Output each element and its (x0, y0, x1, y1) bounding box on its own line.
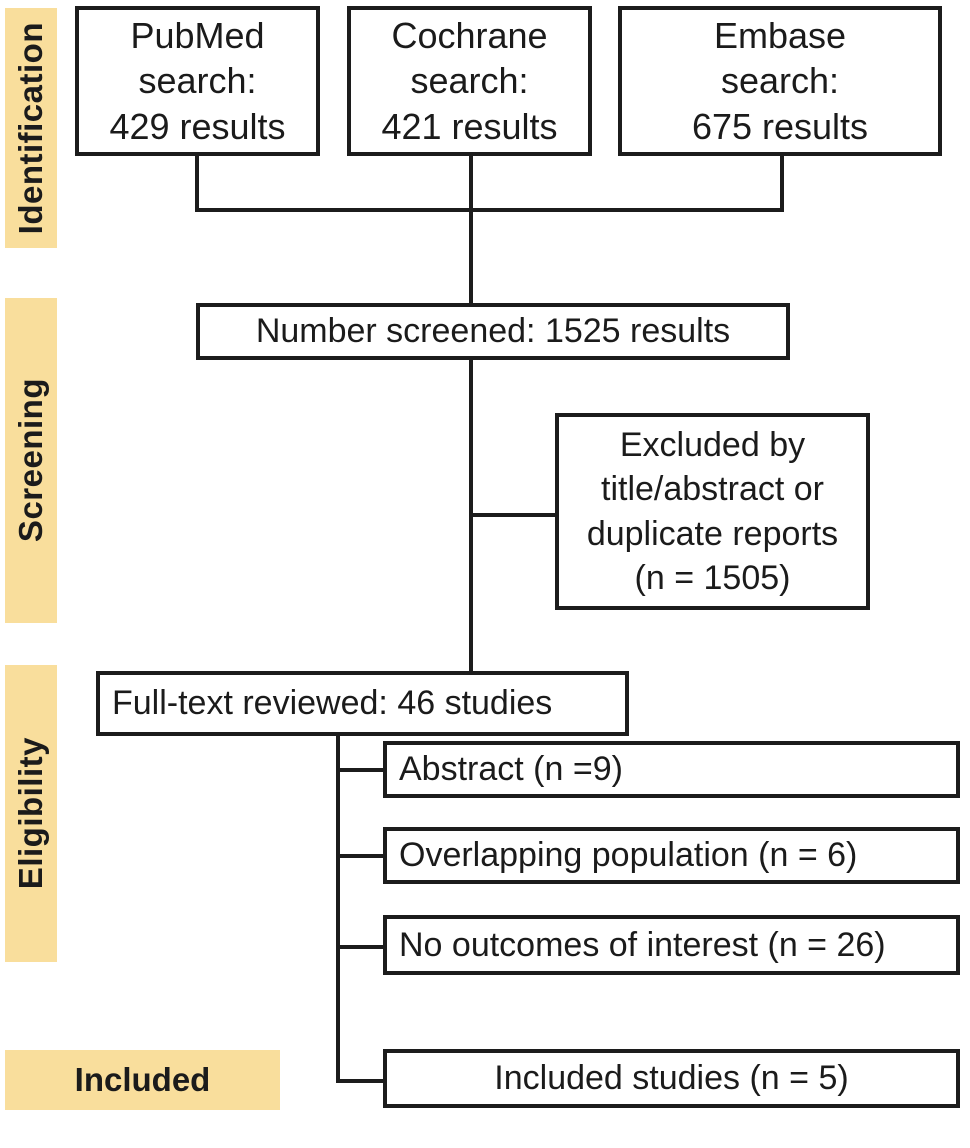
excluded-overlapping-label: Overlapping population (n = 6) (399, 836, 858, 875)
box-excluded-abstract: Abstract (n =9) (383, 741, 960, 798)
stage-label-included: Included (74, 1061, 211, 1098)
wire-top-merge (195, 208, 784, 212)
cochrane-line3: 421 results (381, 105, 558, 147)
stage-label-identification: Identification (12, 21, 49, 235)
stage-band-identification: Identification (5, 8, 57, 248)
stage-band-included: Included (5, 1050, 280, 1110)
excluded-line1: Excluded by (619, 426, 806, 465)
included-studies-label: Included studies (n = 5) (494, 1059, 849, 1098)
wire-stub-abstract (336, 768, 383, 772)
wire-stub-overlapping (336, 854, 383, 858)
wire-stub-no-outcomes (336, 945, 383, 949)
excluded-line3: duplicate reports (586, 514, 839, 553)
box-number-screened: Number screened: 1525 results (196, 303, 790, 360)
fulltext-reviewed-label: Full-text reviewed: 46 studies (112, 684, 553, 723)
stage-label-screening: Screening (12, 378, 49, 543)
box-included-studies: Included studies (n = 5) (383, 1049, 960, 1108)
stage-band-screening: Screening (5, 298, 57, 623)
excluded-abstract-label: Abstract (n =9) (399, 750, 623, 789)
cochrane-line1: Cochrane (391, 14, 548, 56)
embase-line1: Embase (713, 14, 847, 56)
pubmed-line3: 429 results (109, 105, 286, 147)
excluded-line4: (n = 1505) (634, 558, 791, 597)
wire-stub-excluded (469, 513, 555, 517)
pubmed-line1: PubMed (130, 14, 265, 56)
cochrane-line2: search: (410, 60, 529, 102)
box-cochrane-search: Cochrane search: 421 results (347, 6, 592, 156)
box-fulltext-reviewed: Full-text reviewed: 46 studies (96, 671, 629, 736)
excluded-no-outcomes-label: No outcomes of interest (n = 26) (399, 925, 886, 964)
stage-label-eligibility: Eligibility (12, 737, 49, 890)
wire-pubmed-drop (195, 156, 199, 212)
number-screened-label: Number screened: 1525 results (255, 312, 731, 351)
box-excluded-overlapping-population: Overlapping population (n = 6) (383, 827, 960, 884)
box-excluded-title-abstract: Excluded by title/abstract or duplicate … (555, 413, 870, 610)
stage-band-eligibility: Eligibility (5, 665, 57, 962)
box-embase-search: Embase search: 675 results (618, 6, 942, 156)
wire-cochrane-to-screened (469, 156, 473, 303)
embase-line2: search: (720, 60, 840, 102)
wire-embase-drop (780, 156, 784, 212)
excluded-line2: title/abstract or (601, 470, 824, 509)
wire-fulltext-down (336, 736, 340, 1083)
box-pubmed-search: PubMed search: 429 results (75, 6, 320, 156)
pubmed-line2: search: (138, 60, 257, 102)
embase-line3: 675 results (691, 105, 869, 147)
wire-stub-included (336, 1079, 383, 1083)
box-excluded-no-outcomes: No outcomes of interest (n = 26) (383, 915, 960, 975)
